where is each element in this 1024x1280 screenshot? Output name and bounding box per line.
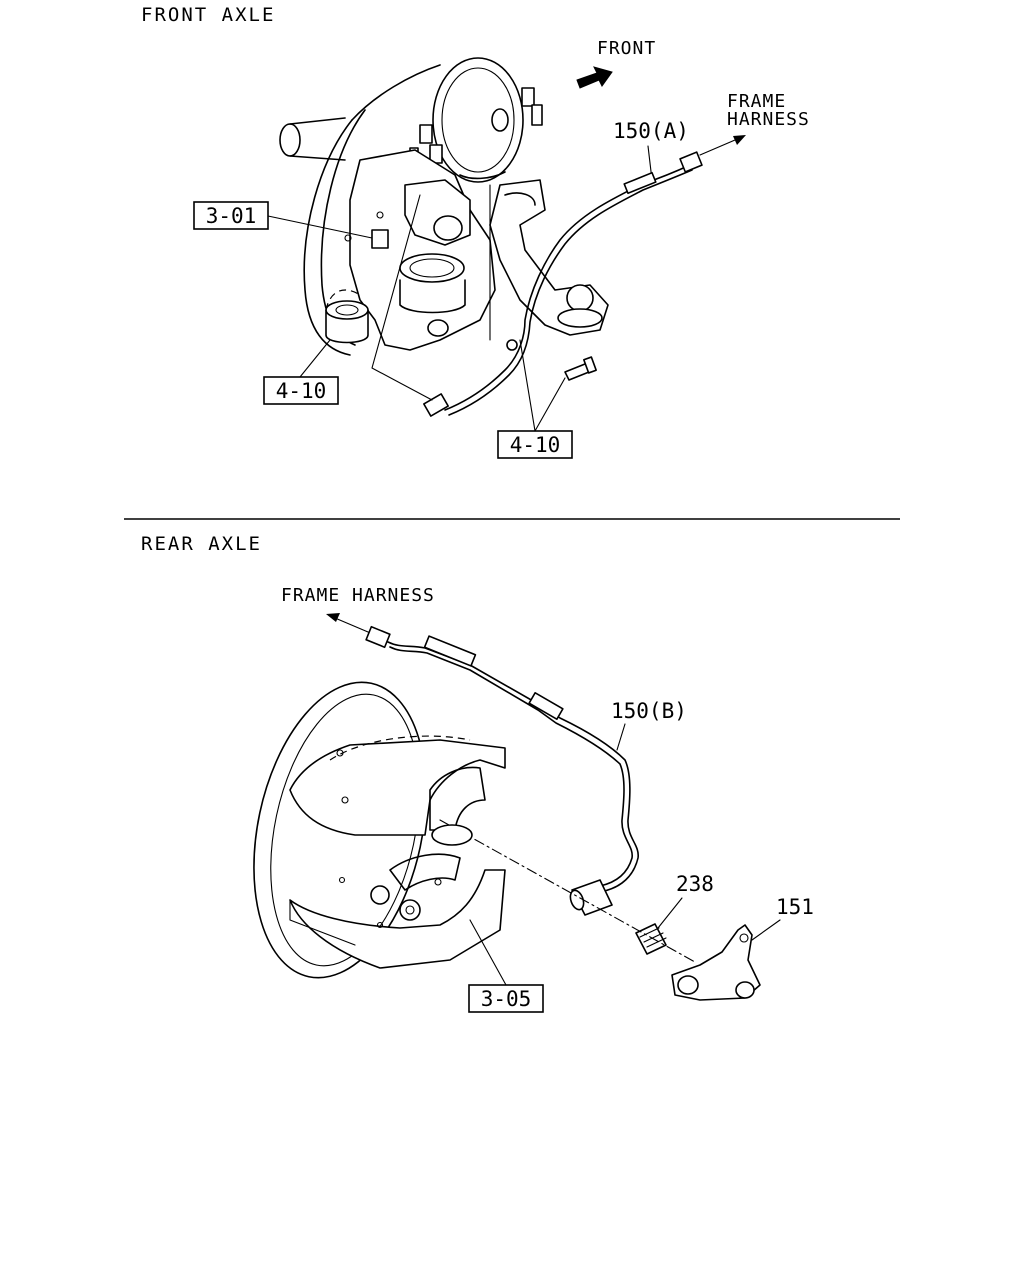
rear-harness-arrow-head-icon bbox=[326, 613, 340, 622]
brake-chamber-base bbox=[459, 171, 506, 180]
bushing-top bbox=[325, 300, 369, 320]
sensor-cable-150a-outer bbox=[448, 169, 693, 416]
rear-axle-section: REAR AXLE FRAME HARNESS 150(B) 238 151 bbox=[141, 533, 814, 1013]
rear-frame-harness-label: FRAME HARNESS bbox=[281, 585, 435, 606]
upper-brake-shoe bbox=[289, 739, 506, 836]
rear-axle-title: REAR AXLE bbox=[141, 533, 262, 555]
knuckle-boss-hole bbox=[433, 215, 463, 241]
steering-arm-detail bbox=[504, 192, 536, 206]
part-238-label: 238 bbox=[676, 872, 714, 896]
anchor-link bbox=[389, 853, 461, 891]
part-151-label: 151 bbox=[776, 895, 814, 919]
chamber-bolt-right bbox=[521, 87, 535, 107]
knuckle-lower-hole bbox=[427, 319, 449, 337]
plate-hole-2 bbox=[376, 921, 384, 929]
rear-cable-sleeve-1 bbox=[423, 635, 477, 667]
ref-3-01-leader bbox=[267, 215, 373, 239]
rear-cable-sleeve-2 bbox=[528, 692, 564, 720]
spindle-shaft bbox=[289, 117, 346, 161]
ref-3-05-box bbox=[468, 984, 544, 1013]
steering-arm-ball-base bbox=[557, 308, 603, 328]
part-150b-label: 150(B) bbox=[611, 699, 687, 723]
part-238-leader bbox=[657, 897, 683, 929]
part-151-leader bbox=[751, 919, 781, 941]
shoe-rivet bbox=[434, 878, 442, 886]
bushing-hole bbox=[335, 304, 359, 316]
rear-cable-connector bbox=[365, 625, 391, 649]
clip-bolt-head bbox=[583, 356, 597, 374]
sensor-head bbox=[423, 393, 449, 417]
shoe-hidden-line bbox=[329, 735, 471, 761]
part-150a-label: 150(A) bbox=[613, 119, 689, 143]
brake-cam bbox=[429, 766, 486, 831]
chamber-bolt-left bbox=[419, 124, 433, 144]
backing-plate-outline bbox=[303, 119, 353, 356]
bracket-hole-right bbox=[735, 981, 755, 999]
plate-hole bbox=[338, 876, 346, 884]
chamber-bolts bbox=[409, 87, 543, 164]
ref-3-01-label: 3-01 bbox=[206, 204, 257, 228]
ref-4-10-left-label: 4-10 bbox=[276, 379, 327, 403]
anchor-pin-2-centre bbox=[405, 905, 415, 915]
frame-harness-label-line2: HARNESS bbox=[727, 109, 810, 130]
brake-chamber-pushrod bbox=[491, 108, 509, 132]
front-axle-section: FRONT AXLE FRONT FRAME HARNESS 150(A) bbox=[141, 4, 810, 459]
harness-arrow-head-icon bbox=[733, 135, 746, 145]
anchor-pin-2 bbox=[399, 899, 421, 921]
frame-harness-label-line1: FRAME bbox=[727, 91, 786, 112]
sensor-leader-lines bbox=[371, 194, 433, 401]
sensor-bolt-head bbox=[371, 229, 389, 249]
kingpin-housing bbox=[399, 279, 466, 314]
cam-shaft-bushing bbox=[431, 824, 473, 846]
lower-brake-shoe bbox=[289, 869, 506, 969]
shoe-rivet-2 bbox=[336, 749, 344, 757]
ref-3-05-label: 3-05 bbox=[481, 987, 532, 1011]
backing-plate-rim bbox=[270, 693, 420, 967]
cable-connector bbox=[679, 151, 703, 173]
ref-4-10-bottom-leaders bbox=[519, 339, 566, 432]
bushing-hidden-line bbox=[325, 289, 361, 311]
ref-4-10-bottom-label: 4-10 bbox=[510, 433, 561, 457]
front-direction-arrow-icon bbox=[576, 66, 613, 89]
bracket-hole-top bbox=[739, 933, 749, 943]
kingpin-bore-inner bbox=[409, 258, 455, 278]
rear-harness-arrow-line bbox=[334, 617, 369, 633]
anchor-pin bbox=[370, 885, 390, 905]
bracket-hole-left bbox=[677, 975, 699, 995]
ref-4-10-left-leader bbox=[299, 339, 331, 378]
chamber-bolt-right-lower bbox=[531, 104, 543, 126]
steering-arm-ball bbox=[566, 284, 594, 312]
backing-plate-top bbox=[351, 64, 441, 121]
brake-chamber-inner bbox=[441, 67, 515, 173]
front-direction-label: FRONT bbox=[597, 38, 656, 59]
part-150b-leader bbox=[616, 723, 626, 751]
rear-sensor-cable-150b-outer bbox=[389, 646, 633, 887]
ref-3-01-box bbox=[193, 201, 269, 230]
plate-rivet-2 bbox=[376, 211, 384, 219]
shoe-rivet-3 bbox=[341, 796, 349, 804]
front-axle-title: FRONT AXLE bbox=[141, 4, 275, 26]
cable-clip bbox=[506, 339, 518, 351]
ref-3-05-leader bbox=[469, 919, 507, 986]
assembly-centre-line bbox=[439, 819, 696, 963]
lower-shoe-edge bbox=[289, 899, 356, 946]
ref-4-10-left-box bbox=[263, 376, 339, 405]
brake-chamber bbox=[432, 57, 524, 183]
cable-sleeve bbox=[623, 171, 657, 195]
rear-sensor-tip bbox=[569, 889, 585, 911]
spindle-end bbox=[279, 123, 301, 157]
sensor-sleeve-ribs bbox=[639, 927, 667, 948]
plate-rivet bbox=[344, 234, 352, 242]
